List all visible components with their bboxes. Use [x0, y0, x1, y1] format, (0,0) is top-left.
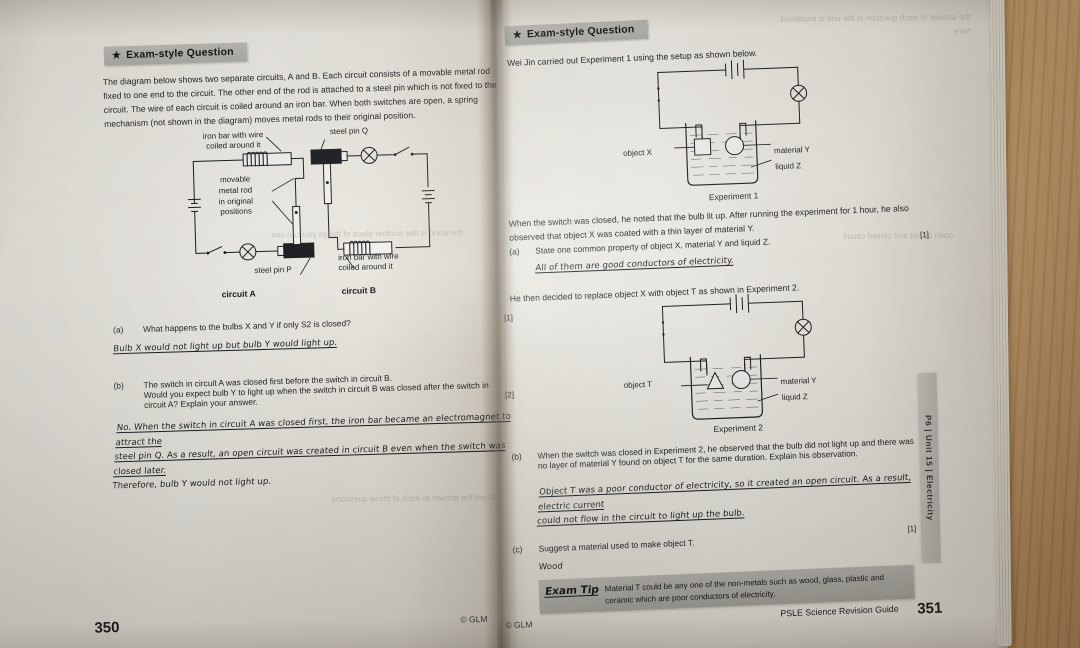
label-circuit-a: circuit A — [221, 288, 256, 300]
guide-title: PSLE Science Revision Guide — [780, 603, 899, 619]
right-question-c-text: Suggest a material used to make object T… — [538, 537, 695, 554]
left-question-b: (b) The switch in circuit A was closed f… — [113, 369, 514, 411]
question-b-text: The switch in circuit A was closed first… — [143, 372, 489, 410]
exam-tip-title: Exam Tip — [544, 583, 600, 598]
right-question-c: (c) Suggest a material used to make obje… — [512, 528, 932, 555]
right-question-c-label: (c) — [512, 544, 523, 555]
star-icon: ★ — [111, 50, 122, 62]
right-copyright: © GLM — [505, 619, 533, 631]
right-page: ★Exam-style Question Wei Jin carried out… — [490, 0, 1008, 648]
right-answer-a-line-1: All of them are good conductors of elect… — [535, 255, 735, 274]
answer-b-line-3: Therefore, bulb Y would not light up. — [111, 477, 272, 492]
label-circuit-b: circuit B — [341, 285, 377, 297]
left-intro-paragraph: The diagram below shows two separate cir… — [102, 65, 497, 129]
left-page-content: ★Exam-style Question The diagram below s… — [0, 0, 514, 648]
exam-style-question-badge-right: ★Exam-style Question — [504, 19, 648, 46]
star-icon-right: ★ — [512, 29, 523, 42]
bleed-through-right: the answer to each question in the unit … — [780, 11, 971, 36]
left-page: ★Exam-style Question The diagram below s… — [0, 0, 514, 648]
circuit-ab-diagram — [174, 124, 449, 300]
side-tab-label: P6 | Unit 15 | Electricity — [923, 415, 935, 522]
right-question-b: (b) When the switch was closed in Experi… — [511, 435, 933, 472]
open-book: ★Exam-style Question The diagram below s… — [0, 0, 1012, 648]
answer-a-line-1: Bulb X would not light up but bulb Y wou… — [112, 337, 338, 355]
left-page-number: 350 — [94, 619, 120, 637]
right-page-number: 351 — [916, 599, 943, 618]
question-a-label: (a) — [112, 324, 124, 335]
right-question-b-label: (b) — [511, 451, 522, 462]
bleed-through-left-2: to get the answer to each of these quest… — [331, 491, 497, 504]
experiment2-diagram — [652, 291, 857, 426]
right-page-content: ★Exam-style Question Wei Jin carried out… — [490, 0, 1008, 648]
experiment1-diagram — [647, 57, 852, 192]
label-steel-pin-q: steel pin Q — [329, 126, 369, 137]
right-answer-b: Object T was a poor conductor of electri… — [537, 470, 940, 530]
badge-label-right: Exam-style Question — [526, 23, 635, 41]
right-question-a-marks: [1] — [919, 230, 930, 240]
question-a-text: What happens to the bulbs X and Y if onl… — [142, 317, 351, 334]
label-material-y-1: material Y — [773, 144, 811, 156]
exam-tip-text: Material T could be any one of the non-m… — [604, 572, 885, 606]
answer-a-left: Bulb X would not light up but bulb Y wou… — [113, 331, 514, 357]
label-object-t: object T — [623, 379, 653, 390]
exam-style-question-badge-left: ★Exam-style Question — [103, 41, 248, 66]
right-answer-c: Wood — [538, 561, 564, 573]
label-liquid-z-2: liquid Z — [781, 392, 808, 403]
right-question-a-label: (a) — [509, 246, 520, 257]
caption-experiment-1: Experiment 1 — [708, 190, 759, 203]
label-object-x: object X — [622, 147, 653, 158]
label-steel-pin-p: steel pin P — [254, 264, 292, 276]
badge-label: Exam-style Question — [125, 45, 234, 62]
left-copyright: © GLM — [460, 613, 488, 625]
question-b-label: (b) — [113, 380, 124, 391]
label-material-y-2: material Y — [780, 375, 817, 387]
label-liquid-z-1: liquid Z — [775, 161, 802, 172]
right-question-b-text: When the switch was closed in Experiment… — [537, 435, 914, 471]
answer-b-left: No. When the switch in circuit A was clo… — [112, 410, 522, 495]
